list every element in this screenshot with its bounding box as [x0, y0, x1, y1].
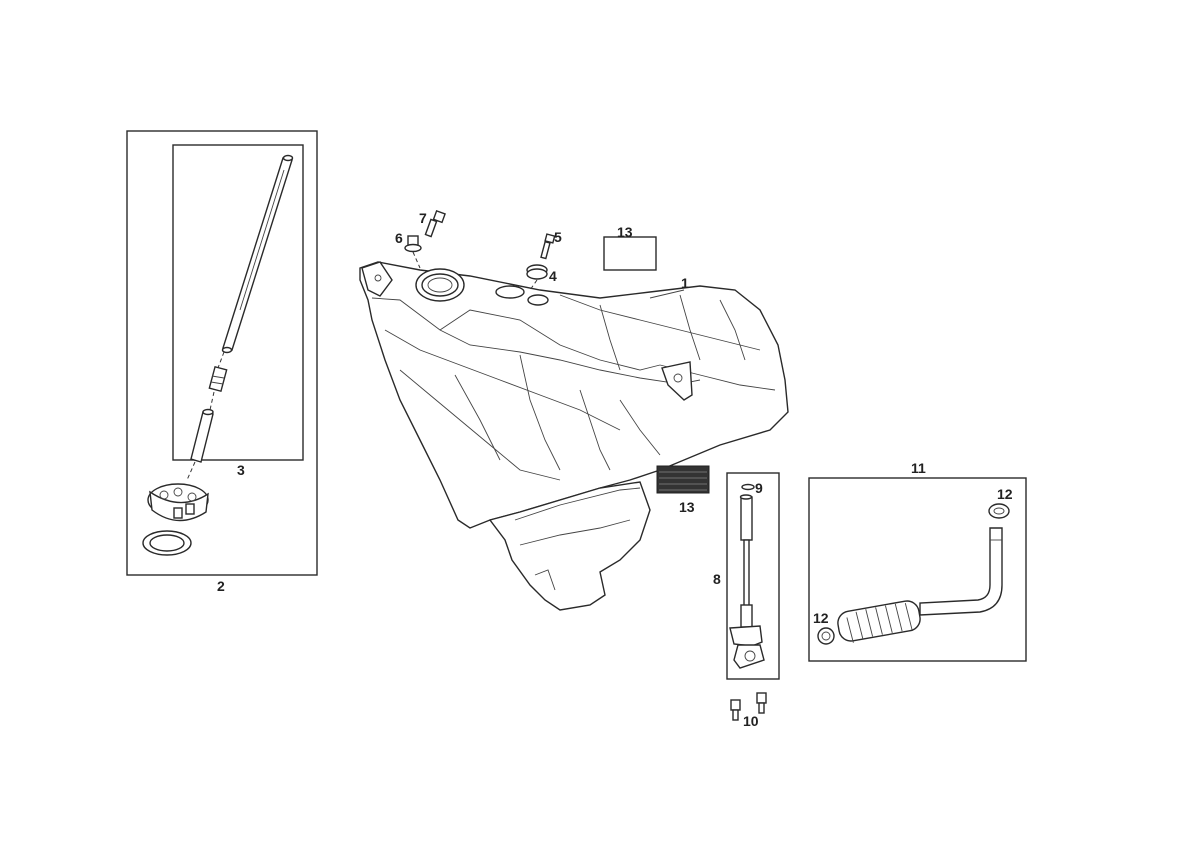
- callout-9: 9: [755, 480, 763, 496]
- bushing-6: [404, 235, 422, 269]
- callout-8: 8: [713, 571, 721, 587]
- callout-11: 11: [911, 460, 926, 476]
- group-8-frame: [726, 472, 780, 680]
- callout-5: 5: [554, 229, 562, 245]
- decal-13-upper: [603, 236, 657, 271]
- fuel-valve: [729, 483, 765, 669]
- decal-13-lower: [656, 465, 710, 494]
- bolt-5: [540, 233, 556, 260]
- callout-4: 4: [549, 268, 557, 284]
- screws-10: [730, 692, 767, 721]
- grommet-4: [526, 264, 548, 291]
- callout-3: 3: [237, 462, 245, 478]
- callout-13-upper: 13: [617, 224, 633, 240]
- callout-6: 6: [395, 230, 403, 246]
- fuel-hose: [837, 527, 1003, 643]
- bolt-7: [424, 209, 446, 238]
- sender-base: [147, 483, 209, 522]
- callout-12-top: 12: [997, 486, 1013, 502]
- clamp-12-top: [988, 503, 1010, 519]
- callout-2: 2: [217, 578, 225, 594]
- group-2-frame: [126, 130, 318, 576]
- callout-7: 7: [419, 210, 427, 226]
- clamp-12-bottom: [817, 627, 835, 645]
- group-11-frame: [808, 477, 1027, 662]
- callout-10: 10: [743, 713, 759, 729]
- callout-13-lower: 13: [679, 499, 695, 515]
- gasket: [142, 530, 192, 556]
- callout-12-bottom: 12: [813, 610, 829, 626]
- callout-1: 1: [681, 275, 689, 291]
- fuel-tank: [359, 261, 789, 611]
- group-3-frame: [172, 144, 304, 461]
- sender-rod: [186, 154, 294, 481]
